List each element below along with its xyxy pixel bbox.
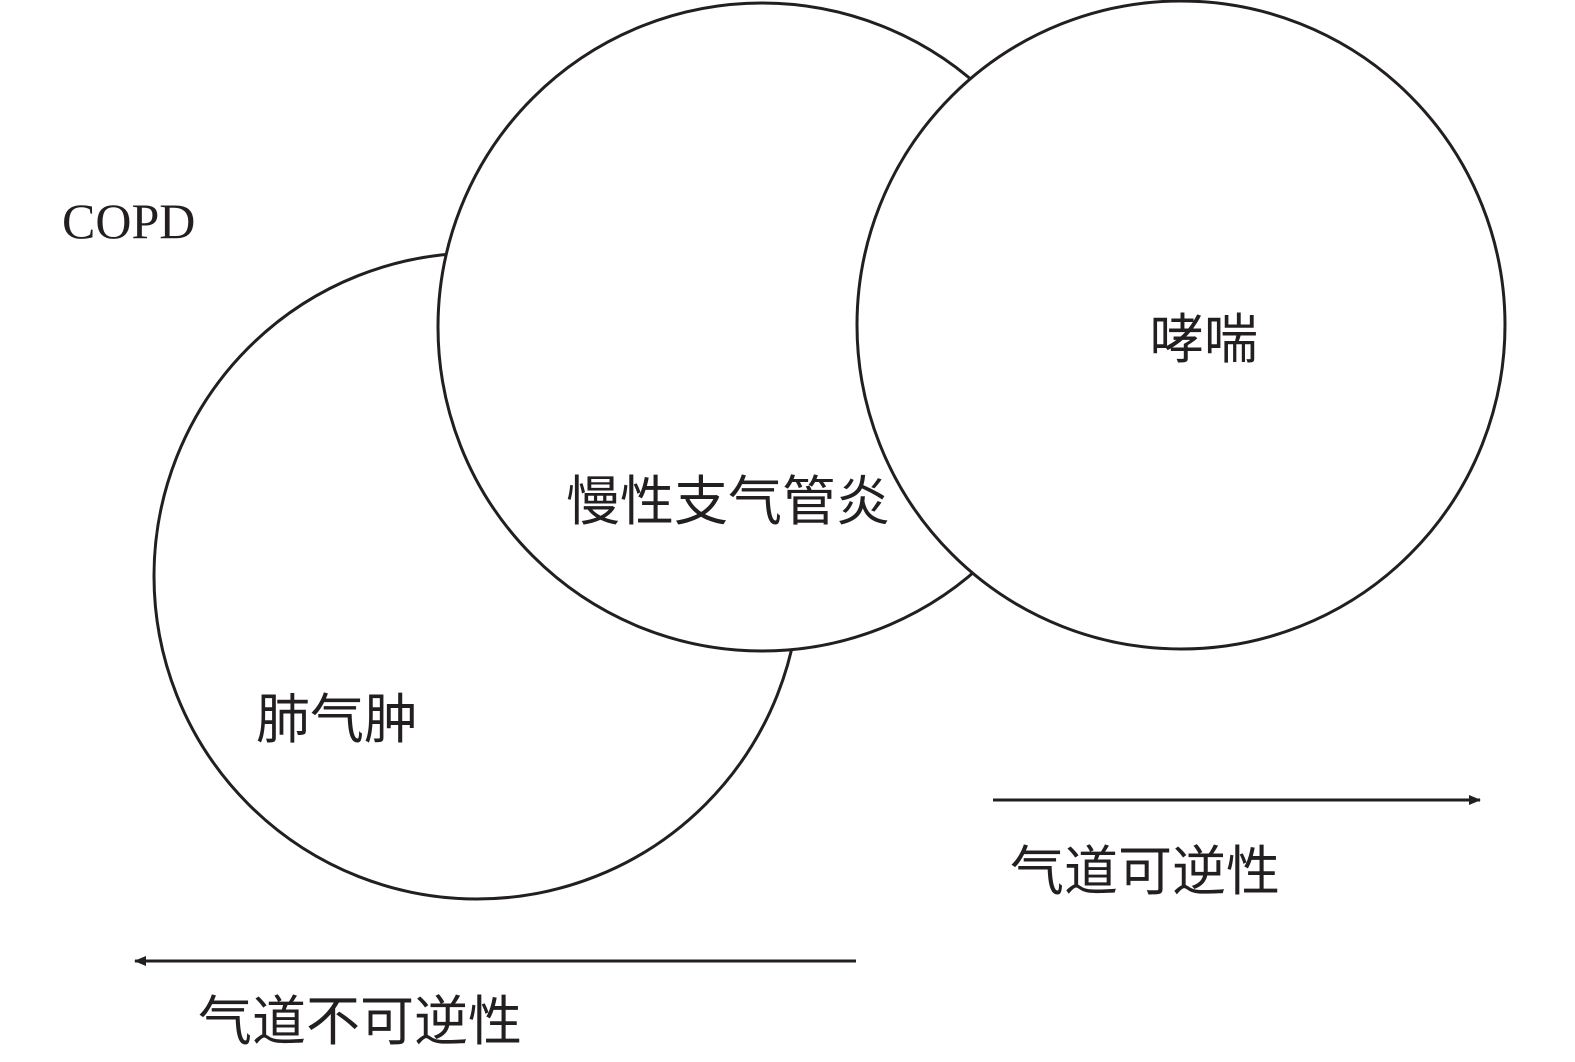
asthma-label: 哮喘 xyxy=(1150,308,1258,371)
chronic-bronchitis-label: 慢性支气管炎 xyxy=(566,470,890,533)
copd-label: COPD xyxy=(62,193,195,249)
irreversible-label: 气道不可逆性 xyxy=(198,990,522,1053)
asthma-circle xyxy=(855,0,1507,651)
emphysema-label: 肺气肿 xyxy=(256,688,418,751)
reversible-label: 气道可逆性 xyxy=(1010,840,1280,903)
